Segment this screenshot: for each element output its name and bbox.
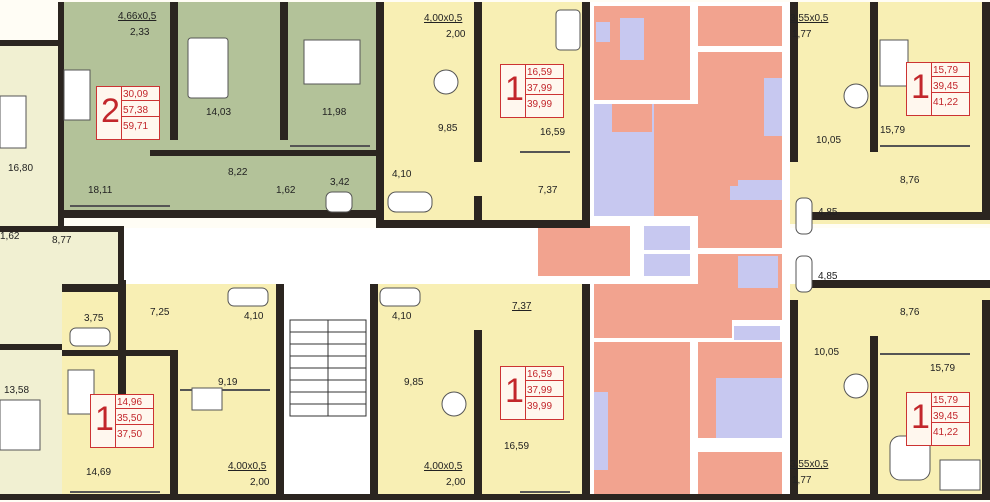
room-area-label: 11,98 (322, 107, 347, 118)
room-area-label: 15,79 (880, 125, 906, 136)
room-count: 1 (505, 70, 524, 108)
living-area: 15,79 (931, 65, 969, 77)
badge-divider (525, 65, 526, 117)
balcony-dims: 3,55x0,5 (790, 459, 829, 470)
room-count: 1 (505, 372, 524, 410)
living-area: 16,59 (525, 67, 563, 79)
living-area: 15,79 (931, 395, 969, 407)
balcony-dims: 3,55x0,5 (790, 13, 829, 24)
badge-divider (931, 393, 932, 445)
total-area-with-balcony: 39,99 (527, 401, 553, 412)
room-area-label: 9,85 (404, 377, 424, 388)
room-area-label: 4,85 (818, 271, 838, 282)
room-area-label: 10,05 (814, 347, 840, 358)
badge-divider (931, 63, 932, 115)
living-area: 30,09 (121, 89, 159, 101)
balcony-dims: 4,00x0,5 (228, 461, 267, 472)
room-area-label: 7,37 (538, 185, 558, 196)
total-area-with-balcony: 41,22 (933, 427, 959, 438)
room-area-label: 8,77 (52, 235, 72, 246)
room-area-label: 9,85 (438, 123, 458, 134)
apartment-badge-1room-bottom-right: 1 15,79 39,45 41,22 (906, 392, 970, 446)
room-area-label: 7,25 (150, 307, 170, 318)
apartment-badge-1room-bottom-left: 1 14,96 35,50 37,50 (90, 394, 154, 448)
total-area-with-balcony: 39,99 (527, 99, 553, 110)
living-area: 16,59 (525, 369, 563, 381)
badge-divider (525, 367, 526, 419)
room-area-label: 10,05 (816, 135, 842, 146)
room-area-label: 13,58 (4, 385, 30, 396)
furniture (0, 9, 981, 491)
room-area-label: 4,10 (244, 311, 264, 322)
total-area-with-balcony: 37,50 (117, 429, 143, 440)
badge-divider (115, 395, 116, 447)
room-area-label: 7,37 (512, 301, 532, 312)
apartment-badge-2room-top-left: 2 30,09 57,38 59,71 (96, 86, 160, 140)
total-area: 37,99 (525, 83, 563, 95)
balcony-dims: 4,00x0,5 (424, 461, 463, 472)
room-area-label: 14,03 (206, 107, 232, 118)
room-count: 1 (911, 398, 930, 436)
apartment-badge-1room-top-center: 1 16,59 37,99 39,99 (500, 64, 564, 118)
room-area-label: 3,42 (330, 177, 350, 188)
room-area-label: 8,22 (228, 167, 248, 178)
total-area: 39,45 (931, 81, 969, 93)
room-count: 2 (101, 92, 120, 130)
room-area-label: 8,76 (900, 175, 920, 186)
balcony-area: 1,77 (792, 29, 812, 40)
balcony-dims: 4,66x0,5 (118, 11, 157, 22)
room-area-label: 15,79 (930, 363, 956, 374)
total-area-with-balcony: 41,22 (933, 97, 959, 108)
room-count: 1 (95, 400, 114, 438)
total-area: 35,50 (115, 413, 153, 425)
living-area: 14,96 (115, 397, 153, 409)
balcony-area: 2,00 (250, 477, 270, 488)
total-area: 57,38 (121, 105, 159, 117)
room-area-label: 1,62 (0, 231, 20, 242)
room-area-label: 14,69 (86, 467, 112, 478)
badge-divider (121, 87, 122, 139)
highlighted-unit (538, 2, 790, 500)
room-area-label: 4,10 (392, 169, 412, 180)
apartment-badge-1room-top-right: 1 15,79 39,45 41,22 (906, 62, 970, 116)
apartment-badge-1room-bottom-center: 1 16,59 37,99 39,99 (500, 366, 564, 420)
room-area-label: 18,11 (88, 185, 113, 196)
total-area: 37,99 (525, 385, 563, 397)
balcony-area: 1,77 (792, 475, 812, 486)
balcony-dims: 4,00x0,5 (424, 13, 463, 24)
balcony-area: 2,00 (446, 477, 466, 488)
room-area-label: 16,59 (540, 127, 566, 138)
balcony-area: 2,00 (446, 29, 466, 40)
room-area-label: 9,19 (218, 377, 238, 388)
room-count: 1 (911, 68, 930, 106)
room-area-label: 8,76 (900, 307, 920, 318)
room-area-label: 1,62 (276, 185, 296, 196)
room-area-label: 16,80 (8, 163, 34, 174)
balcony-area: 2,33 (130, 27, 150, 38)
room-area-label: 4,10 (392, 311, 412, 322)
total-area-with-balcony: 59,71 (123, 121, 149, 132)
room-area-label: 3,75 (84, 313, 104, 324)
staircase (289, 319, 367, 417)
room-area-label: 16,59 (504, 441, 530, 452)
total-area: 39,45 (931, 411, 969, 423)
room-area-label: 4,85 (818, 207, 838, 218)
